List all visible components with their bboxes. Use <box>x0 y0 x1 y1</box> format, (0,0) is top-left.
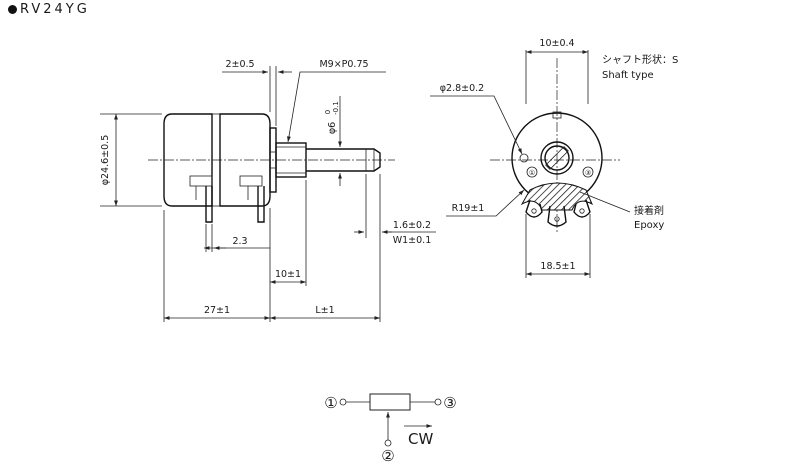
dim-hole-diameter: φ2.8±0.2 <box>440 83 484 94</box>
resistor-body <box>369 393 411 411</box>
side-view: φ24.6±0.5 2±0.5 M9×P0.75 φ6 0 -0.1 2.3 <box>100 59 436 322</box>
schematic-pin-1: ① <box>324 394 337 412</box>
dim-body-diameter: φ24.6±0.5 <box>100 135 111 186</box>
dim-slot-depth: 1.6±0.2 <box>393 220 431 231</box>
terminal-pin-left <box>205 186 213 223</box>
dim-thread-length: 10±1 <box>275 269 301 280</box>
shaft-circle <box>544 145 570 171</box>
key-notch <box>552 111 562 119</box>
shaft-type-jp: シャフト形状：S <box>602 53 678 66</box>
part-title: RV24YG <box>8 2 90 17</box>
dim-terminal-offset: 2.3 <box>232 236 247 247</box>
bullet-icon <box>8 5 17 14</box>
dim-flange: 2±0.5 <box>225 59 254 70</box>
terminal-bracket-right <box>239 175 263 187</box>
threaded-bushing <box>275 142 307 178</box>
terminal-3-lug <box>573 199 591 218</box>
body-section-left <box>163 113 213 207</box>
dim-shaft-length: L±1 <box>315 305 334 316</box>
anti-rotation-hole <box>519 153 529 163</box>
dim-slot-width: W1±0.1 <box>393 235 432 246</box>
dim-radius: R19±1 <box>452 203 485 214</box>
schematic-pin-3: ③ <box>443 394 456 412</box>
shaft-type-en: Shaft type <box>602 70 654 81</box>
dim-front-width: 10±0.4 <box>539 38 574 49</box>
dim-thread: M9×P0.75 <box>319 59 368 70</box>
terminal-base-epoxy <box>520 182 594 211</box>
shaft <box>306 148 381 172</box>
dim-shaft-diameter-tol-lower: -0.1 <box>332 101 340 115</box>
pin-1-node <box>339 398 347 406</box>
terminal-3-label: ③ <box>585 169 591 177</box>
adhesive-jp: 接着剤 <box>634 204 664 217</box>
terminal-pin-right <box>257 186 265 223</box>
pin-3-node <box>434 398 442 406</box>
pin-2-node <box>384 439 392 447</box>
schematic-pin-2: ② <box>381 447 394 465</box>
terminal-1-lug <box>525 199 543 218</box>
circuit-schematic: ① ③ ② CW <box>324 393 457 465</box>
bushing-circle <box>540 141 574 175</box>
shaft-slot <box>545 146 569 170</box>
dim-shaft-diameter: φ6 <box>327 122 338 134</box>
adhesive-en: Epoxy <box>634 220 664 231</box>
terminal-2-lug <box>547 205 567 227</box>
dim-terminal-span: 18.5±1 <box>540 261 575 272</box>
dim-shaft-diameter-tol: 0 <box>324 110 332 114</box>
part-number: RV24YG <box>20 2 90 17</box>
terminal-1-label: ① <box>529 169 535 177</box>
terminal-bracket-left <box>189 175 213 187</box>
dim-body-length: 27±1 <box>204 305 230 316</box>
rotation-direction: CW <box>408 430 433 448</box>
front-view: ① ③ 10±0.4 シャフト形状：S Shaft type φ2.8±0.2 … <box>430 38 678 278</box>
